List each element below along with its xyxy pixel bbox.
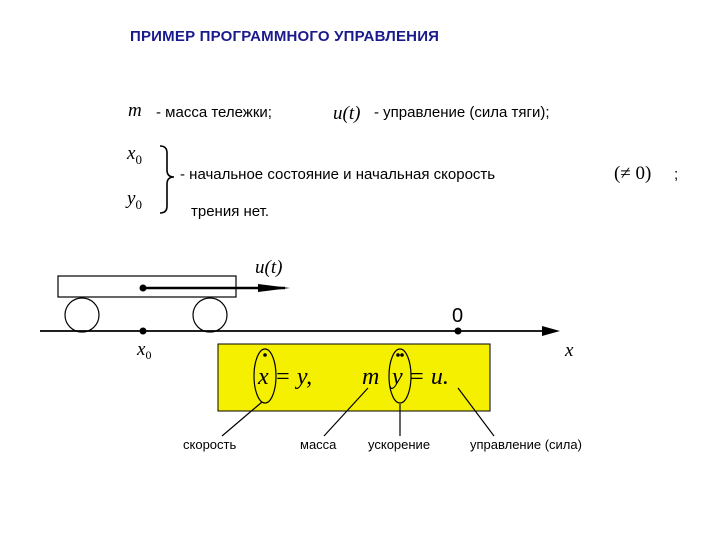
x-axis-arrowhead [542,326,560,336]
equation-velocity: x = y, [257,364,312,390]
mass-symbol: m [128,100,142,121]
force-label: u(t) [255,257,282,278]
not-zero-note: (≠ 0) [614,163,652,184]
brace [159,145,175,214]
start-point-dot [139,327,147,335]
y-derivative-dot-1 [396,353,400,357]
x-axis-label: x [564,340,574,361]
pointer-control [457,387,495,437]
cart-wheel-left [64,297,100,333]
x0-symbol: x0 [127,143,142,167]
control-symbol: u(t) [333,103,361,124]
start-label: x0 [136,339,151,362]
label-control: управление (сила) [470,437,582,452]
y0-symbol: y0 [127,188,142,212]
cart-center-dot [139,284,147,292]
semicolon: ; [674,166,679,183]
cart-wheel-right [192,297,228,333]
y-derivative-dot-2 [400,353,404,357]
force-arrow-head [258,284,290,292]
equation-dynamics: y = u. [390,364,449,390]
equation-mass-symbol: m [362,364,379,390]
control-description: - управление (сила тяги); [374,104,550,121]
friction-note: трения нет. [191,203,270,220]
mass-description: - масса тележки; [156,104,272,121]
label-acceleration: ускорение [368,437,431,452]
origin-dot [454,327,462,335]
label-mass: масса [300,437,337,452]
page-title: ПРИМЕР ПРОГРАММНОГО УПРАВЛЕНИЯ [130,28,440,45]
origin-label: 0 [452,305,463,327]
label-velocity: скорость [183,437,237,452]
x-derivative-dot [263,353,267,357]
pointer-velocity [221,401,263,437]
velocity-highlight [253,348,277,404]
acceleration-highlight [388,348,412,404]
initial-state-description: - начальное состояние и начальная скорос… [180,166,496,183]
cart-body [57,275,237,298]
pointer-mass [323,387,369,437]
